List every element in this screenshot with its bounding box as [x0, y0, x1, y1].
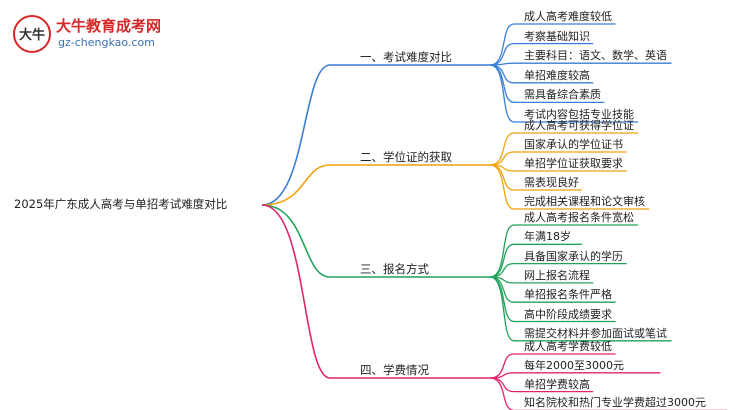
branch-connector — [261, 64, 490, 206]
leaf-topic: 成人高考报名条件宽松 — [524, 211, 634, 224]
logo-title: 大牛教育成考网 — [56, 17, 162, 35]
root-topic: 2025年广东成人高考与单招考试难度对比 — [14, 197, 228, 211]
leaf-topic: 网上报名流程 — [524, 268, 590, 282]
leaf-connector — [489, 64, 522, 104]
leaf-connector — [489, 262, 522, 278]
branch-connector — [261, 164, 490, 206]
leaf-connector — [489, 224, 522, 278]
leaf-connector — [489, 276, 522, 342]
leaf-connector — [489, 353, 522, 379]
branch-connector — [261, 204, 490, 379]
branch-connector — [261, 204, 490, 278]
leaf-connector — [489, 132, 522, 166]
leaf-topic: 考试内容包括专业技能 — [524, 108, 634, 121]
branch-topic: 一、考试难度对比 — [360, 50, 452, 64]
leaf-connector — [489, 151, 522, 166]
leaf-connector — [489, 42, 522, 66]
leaf-topic: 需表现良好 — [524, 176, 579, 189]
leaf-topic: 需提交材料并参加面试或笔试 — [524, 326, 667, 340]
leaf-topic: 具备国家承认的学历 — [524, 249, 623, 263]
leaf-connector — [489, 377, 522, 410]
site-logo: 大牛 大牛教育成考网 gz-chengkao.com — [12, 12, 182, 56]
leaf-topic: 考察基础知识 — [524, 29, 590, 43]
leaf-connector — [489, 23, 522, 66]
leaf-topic: 每年2000至3000元 — [524, 358, 624, 372]
leaf-connector — [489, 164, 522, 210]
leaf-topic: 成人高考难度较低 — [524, 10, 612, 23]
branch-topic: 三、报名方式 — [360, 262, 429, 276]
leaf-topic: 单招报名条件严格 — [524, 288, 612, 302]
leaf-topic: 单招学位证获取要求 — [524, 157, 623, 170]
leaf-connector — [489, 64, 522, 123]
leaf-connector — [489, 276, 522, 323]
leaf-topic: 年满18岁 — [524, 230, 571, 244]
logo-url: gz-chengkao.com — [58, 36, 155, 49]
leaf-topic: 完成相关课程和论文审核 — [524, 195, 645, 208]
leaf-topic: 知名院校和热门专业学费超过3000元 — [524, 396, 706, 410]
leaf-topic: 主要科目：语文、数学、英语 — [524, 49, 667, 63]
branch-topic: 二、学位证的获取 — [360, 150, 452, 164]
logo-mark-icon: 大牛 — [13, 15, 51, 53]
leaf-topic: 需具备综合素质 — [524, 88, 601, 102]
leaf-connector — [489, 372, 522, 379]
leaf-topic: 单招难度较高 — [524, 68, 590, 82]
leaf-topic: 单招学费较高 — [524, 377, 590, 391]
logo-mark-text: 大牛 — [19, 27, 45, 43]
leaf-topic: 高中阶段成绩要求 — [524, 307, 612, 321]
leaf-connector — [489, 64, 522, 84]
leaf-connector — [489, 243, 522, 278]
leaf-connector — [489, 164, 522, 191]
leaf-topic: 成人高考可获得学位证 — [524, 119, 634, 132]
branch-topic: 四、学费情况 — [360, 363, 429, 377]
leaf-topic: 国家承认的学位证书 — [524, 138, 623, 151]
leaf-connector — [489, 377, 522, 393]
leaf-topic: 成人高考学费较低 — [524, 340, 612, 353]
